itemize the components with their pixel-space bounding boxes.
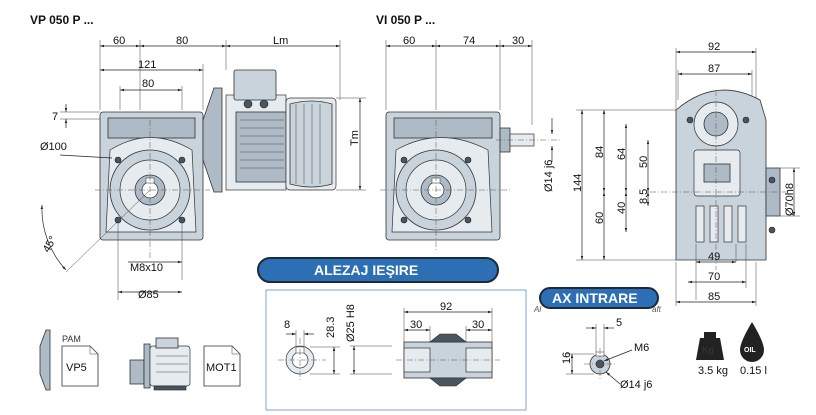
vi-gearbox-view: 60 74 30 Ø14 j6 — [380, 35, 560, 250]
shaft-dim-dia14j6: Ø14 j6 — [620, 379, 652, 391]
side-dim-8-5: 8.5 — [638, 189, 650, 204]
shaft-dim-5: 5 — [616, 317, 622, 329]
input-shaft-banner — [539, 287, 659, 309]
spec-weight: Kg 3.5 kg — [696, 332, 728, 377]
vp-dim-dia85: Ø85 — [138, 289, 159, 301]
title-vi: VI 050 P ... — [376, 13, 435, 27]
vp-gearbox-view: 60 80 Lm 121 80 7 Ø100 — [40, 35, 366, 301]
mot1-label: MOT1 — [206, 362, 237, 374]
bore-dim-dia25h8: Ø25 H8 — [345, 304, 357, 342]
input-shaft-detail: 5 M6 16 Ø14 j6 — [561, 317, 652, 391]
weight-icon-text: Kg — [702, 345, 714, 355]
spec-oil: OIL 0.15 l — [740, 322, 767, 377]
vi-dim-30: 30 — [512, 35, 524, 47]
weight-value: 3.5 kg — [698, 365, 728, 377]
side-dim-85: 85 — [708, 291, 720, 303]
side-dim-70: 70 — [708, 271, 720, 283]
side-dim-144: 144 — [572, 174, 584, 192]
output-bore-banner — [257, 257, 499, 283]
weight-icon — [696, 338, 724, 360]
accessory-motor: MOT1 — [129, 337, 241, 391]
oil-icon-text: OIL — [744, 347, 756, 354]
side-dim-50: 50 — [638, 156, 650, 168]
input-shaft-label: AX INTRARE — [552, 290, 638, 306]
bore-dim-30b: 30 — [472, 319, 484, 331]
vi-dim-60: 60 — [403, 35, 415, 47]
bore-detail: 8 28.3 Ø25 H8 92 30 30 — [278, 301, 500, 387]
vp-dim-dia100: Ø100 — [40, 141, 67, 153]
vp-dim-80: 80 — [142, 78, 154, 90]
vi-dim-dia14j6: Ø14 j6 — [543, 160, 555, 192]
vp5-label: VP5 — [66, 362, 87, 374]
bore-dim-28-3: 28.3 — [325, 317, 337, 338]
input-shaft-ghost-right: aft — [652, 305, 662, 314]
side-dim-40: 40 — [616, 202, 628, 214]
oil-drop-icon — [740, 322, 764, 362]
vp-dim-60: 60 — [113, 35, 125, 47]
side-dim-64: 64 — [616, 148, 628, 160]
side-dim-49: 49 — [708, 251, 720, 263]
vi-dim-74: 74 — [463, 35, 475, 47]
pam-label: PAM — [62, 334, 81, 344]
bore-dim-92: 92 — [440, 301, 452, 313]
vp5-document-icon — [61, 345, 99, 387]
side-dim-87: 87 — [708, 63, 720, 75]
vp-dim-m8x10: M8x10 — [130, 262, 163, 274]
side-dim-60: 60 — [594, 212, 606, 224]
accessory-pam: PAM VP5 — [39, 329, 99, 391]
title-vp: VP 050 P ... — [30, 13, 94, 27]
shaft-dim-16: 16 — [561, 352, 573, 364]
vp-dim-80-top: 80 — [176, 35, 188, 47]
side-dim-92: 92 — [708, 41, 720, 53]
oil-value: 0.15 l — [740, 365, 767, 377]
shaft-dim-m6: M6 — [634, 342, 649, 354]
vp-dim-angle45: 45° — [41, 234, 60, 254]
mot1-document-icon — [203, 345, 241, 387]
side-dim-dia70h8: Ø70h8 — [784, 183, 796, 216]
output-bore-label: ALEZAJ IEŞIRE — [314, 262, 418, 278]
vp-dim-7: 7 — [52, 111, 58, 123]
vp-dim-121: 121 — [138, 59, 156, 71]
bore-dim-8: 8 — [284, 319, 290, 331]
vp-dim-lm: Lm — [273, 35, 288, 47]
side-dim-84: 84 — [594, 146, 606, 158]
side-view: 92 87 144 84 60 64 50 40 — [572, 41, 800, 306]
vp-dim-tm: Tm — [349, 130, 361, 146]
bore-dim-30a: 30 — [410, 319, 422, 331]
bore-detail-frame — [265, 289, 527, 411]
input-shaft-ghost-left: Al — [533, 305, 541, 314]
